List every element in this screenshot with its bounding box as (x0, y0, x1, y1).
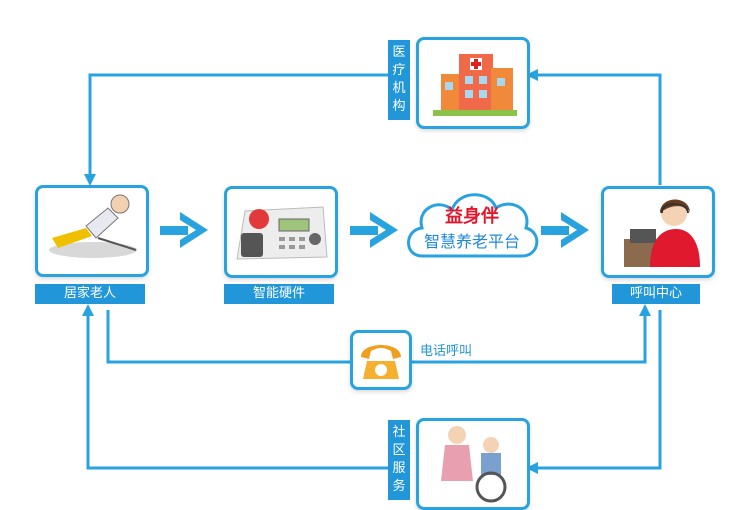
smart-hardware-box (224, 186, 338, 278)
phone-call-text: 电话呼叫 (420, 344, 473, 359)
flow-arrow-3 (541, 212, 589, 248)
home-elderly-box (35, 185, 149, 277)
platform-brand: 益身伴 (445, 206, 499, 227)
line-callcenter-to-community (526, 310, 662, 474)
line-callcenter-to-medical (526, 69, 662, 185)
line-community-to-home (82, 304, 388, 470)
flow-arrow-2 (350, 212, 398, 248)
operator-icon (624, 199, 700, 267)
cloud-platform-icon (407, 193, 539, 258)
medical-label: 医疗机构 (388, 40, 410, 120)
home-elderly-label: 居家老人 (35, 284, 145, 304)
hospital-icon (433, 54, 517, 116)
service-flow-diagram: 居家老人 智能硬件 益身伴 智慧养老平台 呼叫中心 (35, 37, 715, 510)
caregiver-wheelchair-icon (441, 426, 507, 503)
fallen-elderly-icon (49, 194, 137, 258)
smart-hardware-label: 智能硬件 (224, 284, 334, 304)
medical-box (416, 37, 530, 129)
flow-arrow-1 (160, 212, 208, 248)
call-center-label: 呼叫中心 (612, 284, 700, 304)
community-label: 社区服务 (388, 420, 410, 500)
line-medical-to-home (84, 73, 388, 186)
call-center-box (601, 186, 715, 278)
telephone-icon (361, 345, 401, 379)
community-box (416, 418, 530, 510)
smart-phone-device-icon (236, 206, 328, 260)
platform-name: 智慧养老平台 (423, 232, 520, 251)
phone-box (350, 330, 412, 390)
